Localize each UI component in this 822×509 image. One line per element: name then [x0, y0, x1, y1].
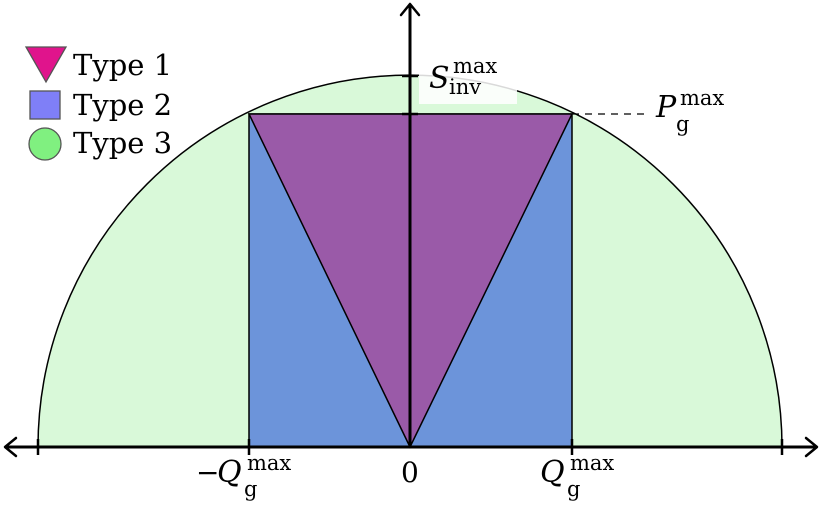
label-s-inv-max: S max inv [429, 54, 497, 99]
svg-text:max: max [570, 451, 614, 475]
label-zero: 0 [401, 456, 419, 489]
svg-text:g: g [676, 112, 689, 136]
svg-text:−: − [196, 456, 219, 489]
legend: Type 1 Type 2 Type 3 [24, 46, 172, 161]
svg-text:Type 2: Type 2 [73, 88, 172, 122]
svg-text:max: max [680, 86, 724, 110]
triangle-down-icon [24, 46, 68, 84]
label-p-g-max: P max g [655, 86, 724, 136]
y-axis-arrow-top [399, 2, 421, 17]
svg-text:Type 1: Type 1 [73, 48, 172, 82]
legend-item-type1: Type 1 [24, 46, 172, 84]
x-axis-arrow-right [804, 436, 819, 458]
svg-text:P: P [655, 90, 677, 125]
label-pos-q-g-max: Q max g [540, 451, 614, 501]
circle-icon [28, 127, 62, 161]
svg-text:inv: inv [449, 75, 481, 99]
svg-text:Type 3: Type 3 [73, 126, 172, 160]
legend-item-type3: Type 3 [28, 126, 172, 161]
svg-text:Q: Q [540, 455, 565, 490]
legend-item-type2: Type 2 [29, 88, 172, 122]
square-icon [29, 90, 61, 120]
x-axis-arrow-left [3, 436, 18, 458]
svg-text:g: g [244, 477, 257, 501]
svg-text:max: max [453, 54, 497, 78]
svg-text:max: max [247, 451, 291, 475]
label-neg-q-g-max: − Q max g [196, 451, 291, 501]
svg-text:Q: Q [217, 455, 242, 490]
svg-text:S: S [429, 61, 450, 96]
svg-text:g: g [567, 477, 580, 501]
s-inv-label-background [419, 56, 517, 104]
